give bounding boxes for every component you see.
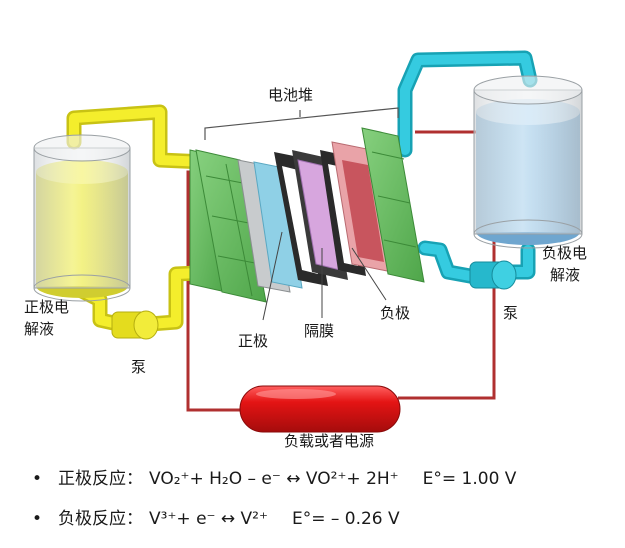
positive-electrode-label: 正极 <box>238 332 269 350</box>
bullet: • <box>32 469 43 489</box>
bullet: • <box>32 509 43 529</box>
load-or-power-source <box>239 385 401 433</box>
negative-electrolyte-label-line1: 负极电 <box>542 244 588 262</box>
negative-reaction-equation: • 负极反应： V³⁺+ e⁻ ↔ V²⁺ E°= – 0.26 V <box>32 504 400 529</box>
negative-electrode-label: 负极 <box>380 304 411 322</box>
reaction-name: 正极反应： <box>58 469 143 489</box>
positive-electrolyte-label-line1: 正极电 <box>24 298 70 316</box>
left-end-plate <box>189 149 267 303</box>
positive-reaction-equation: • 正极反应： VO₂⁺+ H₂O – e⁻ ↔ VO²⁺+ 2H⁺ E°= 1.00… <box>32 464 516 489</box>
positive-electrolyte-tank <box>33 134 131 302</box>
reaction-formula: VO₂⁺+ H₂O – e⁻ ↔ VO²⁺+ 2H⁺ <box>149 469 399 489</box>
load-label: 负载或者电源 <box>284 432 375 450</box>
left-pump-icon <box>111 310 159 340</box>
negative-electrolyte-pipes <box>397 50 538 284</box>
reaction-name: 负极反应： <box>58 509 143 529</box>
positive-electrolyte-label-line2: 解液 <box>24 320 55 338</box>
reaction-formula: V³⁺+ e⁻ ↔ V²⁺ <box>149 509 268 529</box>
negative-electrolyte-tank <box>473 75 583 249</box>
membrane-label: 隔膜 <box>304 322 335 340</box>
right-end-plate <box>361 127 425 283</box>
left-pump-label: 泵 <box>131 358 147 376</box>
positive-electrode <box>253 161 303 289</box>
stack-bracket <box>204 107 399 140</box>
standard-potential: E°= 1.00 V <box>422 469 517 489</box>
cell-stack <box>189 127 425 303</box>
label-leader-lines <box>262 231 387 321</box>
negative-electrolyte-label-line2: 解液 <box>550 266 581 284</box>
standard-potential: E°= – 0.26 V <box>291 509 400 529</box>
right-pump-label: 泵 <box>503 304 519 322</box>
stack-label: 电池堆 <box>268 86 314 104</box>
right-pump-icon <box>469 260 517 290</box>
